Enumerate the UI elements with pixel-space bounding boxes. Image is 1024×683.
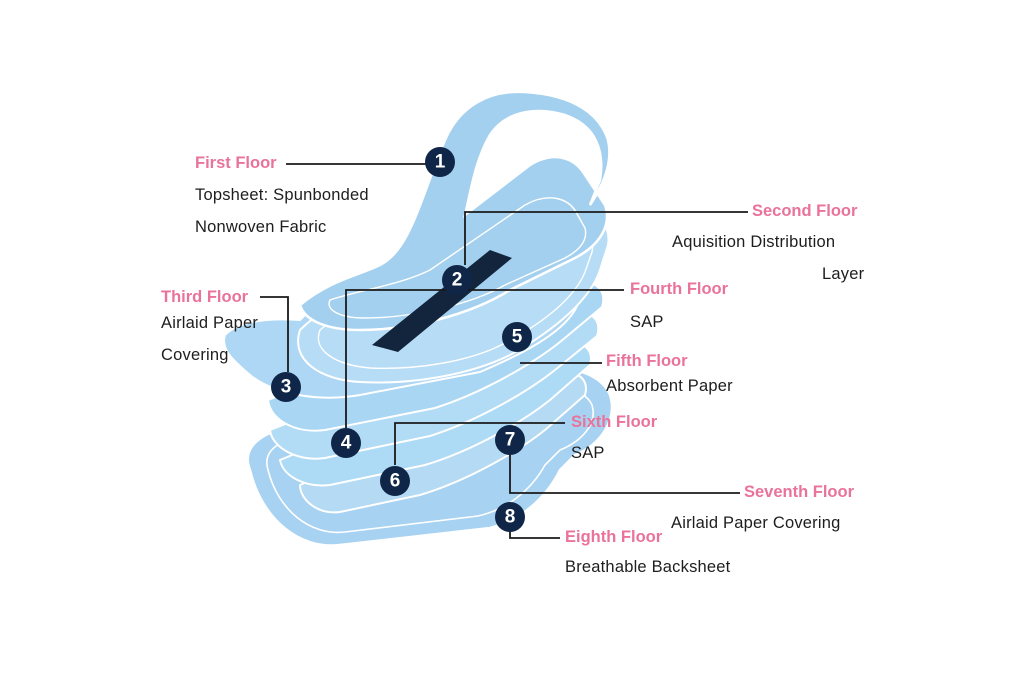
second-floor-label: Second Floor: [752, 202, 858, 220]
sixth-floor-label: Sixth Floor: [571, 413, 658, 431]
badge-2: 2: [442, 265, 472, 295]
leader-lines: [260, 163, 748, 539]
seventh-floor-label: Seventh Floor: [744, 483, 855, 501]
badge-8: 8: [495, 502, 525, 532]
leader-line-2: [464, 211, 748, 265]
third-floor-desc-line-2: Covering: [161, 346, 229, 364]
badge-4: 4: [331, 428, 361, 458]
badge-1: 1: [425, 147, 455, 177]
core-strip: [372, 250, 512, 352]
badge-4-number: 4: [341, 433, 352, 454]
first-floor-desc-line-2: Nonwoven Fabric: [195, 218, 327, 236]
badge-6-number: 6: [390, 471, 401, 492]
seventh-floor-desc: Airlaid Paper Covering: [671, 514, 841, 532]
badge-3-number: 3: [281, 377, 292, 398]
third-floor-label: Third Floor: [161, 288, 249, 306]
badge-2-number: 2: [452, 270, 463, 291]
pad-illustration: [223, 90, 614, 547]
leader-line-3: [260, 296, 289, 372]
sixth-floor-desc: SAP: [571, 444, 605, 462]
third-floor-desc-line-1: Airlaid Paper: [161, 314, 259, 332]
badge-5-number: 5: [512, 327, 523, 348]
badge-3: 3: [271, 372, 301, 402]
fifth-floor-label: Fifth Floor: [606, 352, 688, 370]
badge-7-number: 7: [505, 430, 516, 451]
badge-8-number: 8: [505, 507, 516, 528]
leader-line-8: [509, 530, 560, 539]
leader-line-6: [394, 422, 565, 465]
first-floor-desc-line-1: Topsheet: Spunbonded: [195, 186, 369, 204]
eighth-floor-desc: Breathable Backsheet: [565, 558, 731, 576]
eighth-floor-label: Eighth Floor: [565, 528, 663, 546]
second-floor-desc-line-1: Aquisition Distribution: [672, 233, 836, 251]
leader-line-4: [345, 289, 624, 428]
pad-layer-1-inner-line: [328, 197, 587, 319]
leader-line-7: [509, 455, 740, 494]
badge-5: 5: [502, 322, 532, 352]
fourth-floor-label: Fourth Floor: [630, 280, 729, 298]
badge-6: 6: [380, 466, 410, 496]
first-floor-label: First Floor: [195, 154, 277, 172]
badge-1-number: 1: [435, 152, 446, 173]
badge-7: 7: [495, 425, 525, 455]
fourth-floor-desc: SAP: [630, 313, 664, 331]
fifth-floor-desc: Absorbent Paper: [606, 377, 733, 395]
second-floor-desc-line-2: Layer: [822, 265, 865, 283]
